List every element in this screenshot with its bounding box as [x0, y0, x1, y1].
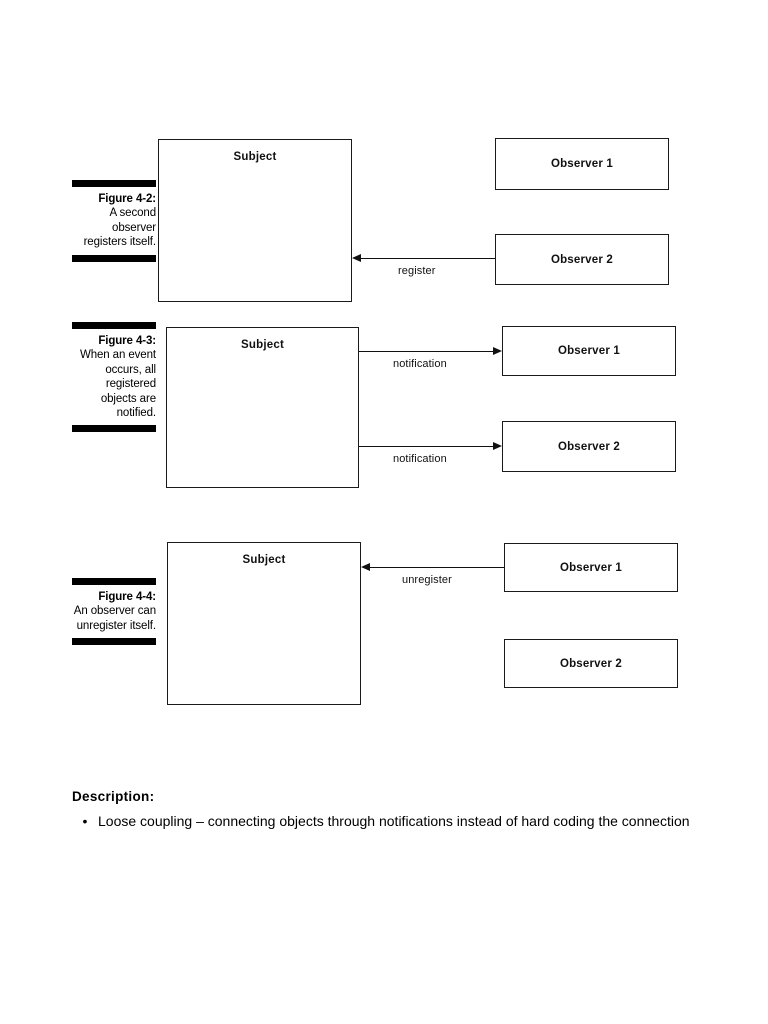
caption-text: Figure 4-2: A second observer registers … [72, 187, 157, 255]
notification-1-edge-label: notification [393, 358, 447, 370]
subject-label: Subject [241, 339, 284, 351]
notification-2-connector-line [359, 446, 494, 448]
figure-4-4-caption: Figure 4-4: An observer can unregister i… [72, 578, 156, 646]
caption-rule-top [72, 322, 156, 329]
caption-text: Figure 4-3: When an event occurs, all re… [72, 329, 156, 425]
caption-rule-bottom [72, 254, 156, 262]
unregister-connector-line [369, 567, 504, 569]
caption-rule-bottom [72, 425, 156, 433]
observer-2-label: Observer 2 [550, 253, 614, 266]
unregister-edge-label: unregister [402, 574, 452, 586]
caption-title: Figure 4-2: [98, 193, 156, 205]
subject-box: Subject [158, 139, 352, 302]
subject-label: Subject [233, 151, 277, 163]
description-list: • Loose coupling – connecting objects th… [72, 812, 702, 831]
notification-1-connector-line [359, 351, 494, 353]
caption-rule-bottom [72, 638, 156, 646]
caption-text: Figure 4-4: An observer can unregister i… [72, 585, 156, 638]
list-item-text: Loose coupling – connecting objects thro… [98, 813, 690, 829]
list-item: • Loose coupling – connecting objects th… [72, 812, 702, 831]
figure-4-2-caption: Figure 4-2: A second observer registers … [72, 180, 156, 262]
subject-box: Subject [167, 542, 361, 705]
unregister-arrowhead-icon [361, 563, 370, 571]
caption-body: When an event occurs, all registered obj… [79, 349, 156, 420]
subject-label: Subject [242, 554, 286, 566]
notification-1-arrowhead-icon [493, 347, 502, 355]
caption-rule-top [72, 180, 156, 187]
observer-2-label: Observer 2 [557, 440, 621, 453]
observer-1-box: Observer 1 [504, 543, 678, 592]
observer-1-label: Observer 1 [559, 561, 623, 574]
observer-2-box: Observer 2 [504, 639, 678, 688]
caption-title: Figure 4-3: [98, 335, 156, 347]
observer-1-box: Observer 1 [502, 326, 676, 376]
observer-1-box: Observer 1 [495, 138, 669, 190]
caption-title: Figure 4-4: [98, 591, 156, 603]
bullet-icon: • [82, 813, 88, 829]
notification-2-arrowhead-icon [493, 442, 502, 450]
register-edge-label: register [398, 265, 436, 277]
caption-body: A second observer registers itself. [83, 207, 157, 249]
caption-rule-top [72, 578, 156, 585]
caption-body: An observer can unregister itself. [73, 605, 156, 632]
figure-4-3-caption: Figure 4-3: When an event occurs, all re… [72, 322, 156, 433]
register-connector-line [360, 258, 495, 260]
observer-1-label: Observer 1 [550, 158, 614, 170]
observer-2-box: Observer 2 [495, 234, 669, 285]
observer-1-label: Observer 1 [557, 345, 621, 357]
observer-2-box: Observer 2 [502, 421, 676, 472]
description-heading: Description: [72, 789, 155, 804]
observer-2-label: Observer 2 [559, 657, 623, 670]
register-arrowhead-icon [352, 254, 361, 262]
subject-box: Subject [166, 327, 359, 488]
notification-2-edge-label: notification [393, 453, 447, 465]
